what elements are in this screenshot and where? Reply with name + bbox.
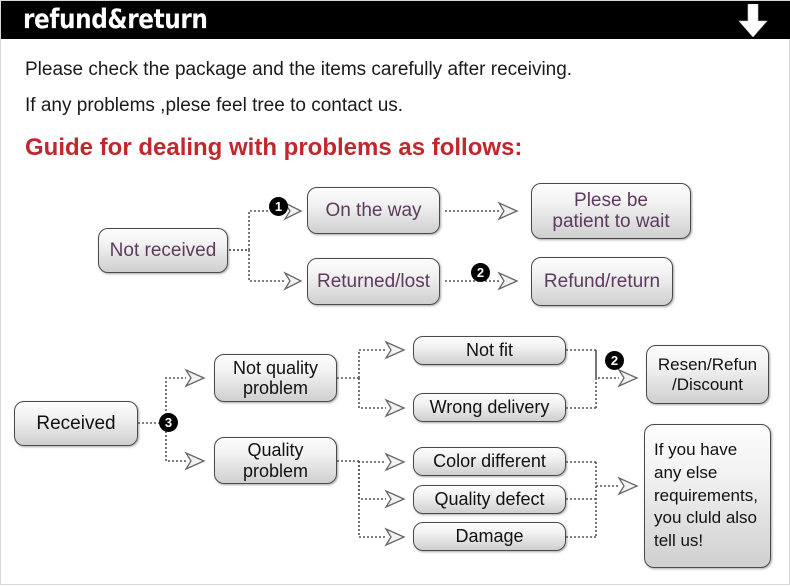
badge-number: 2 <box>476 265 485 280</box>
node-plese-be-patient[interactable]: Plese be patient to wait <box>531 183 691 239</box>
page-title: refund&return <box>23 4 208 35</box>
node-label: Color different <box>433 451 546 472</box>
intro-line-2: If any problems ,plese feel tree to cont… <box>25 95 404 116</box>
node-label: Not fit <box>465 340 513 361</box>
badge-step-3: 3 <box>159 413 178 432</box>
badge-number: 3 <box>164 415 173 430</box>
node-on-the-way[interactable]: On the way <box>307 187 440 234</box>
node-label: If you have any else requirements, you c… <box>654 439 758 551</box>
node-returned-lost[interactable]: Returned/lost <box>307 258 440 305</box>
node-label: Quality defect <box>434 489 545 510</box>
badge-step-2-bottom: 2 <box>605 351 624 370</box>
guide-heading: Guide for dealing with problems as follo… <box>25 134 523 161</box>
arrow-down-icon <box>736 3 770 38</box>
node-not-received[interactable]: Not received <box>98 228 228 273</box>
node-label: Returned/lost <box>316 270 430 292</box>
node-contact-note[interactable]: If you have any else requirements, you c… <box>644 424 771 568</box>
node-refund-return[interactable]: Refund/return <box>531 257 673 306</box>
node-label: Damage <box>455 526 524 547</box>
node-damage[interactable]: Damage <box>413 522 566 551</box>
node-label: Resen/Refun /Discount <box>657 355 758 394</box>
bottom-flow-connectors <box>138 340 639 547</box>
badge-number: 2 <box>610 353 619 368</box>
page-header-bar: refund&return <box>1 1 790 39</box>
node-color-different[interactable]: Color different <box>413 447 566 476</box>
node-resend-refund-discount[interactable]: Resen/Refun /Discount <box>646 345 769 404</box>
node-label: Plese be patient to wait <box>552 189 670 232</box>
node-label: Not quality problem <box>232 357 319 398</box>
node-not-fit[interactable]: Not fit <box>413 336 566 365</box>
node-label: Quality problem <box>242 440 309 481</box>
node-label: Not received <box>109 239 217 261</box>
intro-line-1: Please check the package and the items c… <box>25 59 573 80</box>
badge-step-1: 1 <box>269 197 288 216</box>
node-not-quality-problem[interactable]: Not quality problem <box>214 354 337 402</box>
node-label: Refund/return <box>543 270 661 292</box>
badge-step-2-top: 2 <box>471 263 490 282</box>
node-wrong-delivery[interactable]: Wrong delivery <box>413 393 566 422</box>
badge-number: 1 <box>274 199 283 214</box>
top-flow-connectors <box>229 201 519 291</box>
node-received[interactable]: Received <box>14 401 138 446</box>
node-label: On the way <box>325 199 422 221</box>
node-label: Wrong delivery <box>429 397 550 418</box>
node-label: Received <box>36 412 116 434</box>
node-quality-defect[interactable]: Quality defect <box>413 485 566 514</box>
node-quality-problem[interactable]: Quality problem <box>214 437 337 484</box>
